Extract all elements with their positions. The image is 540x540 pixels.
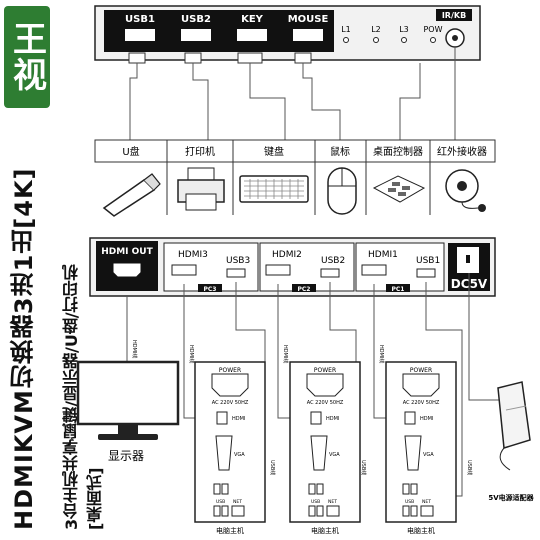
pc1-hdmi-label: HDMI1 xyxy=(368,250,398,260)
svg-text:USB: USB xyxy=(405,499,414,505)
pc2-hdmi-label: HDMI2 xyxy=(272,250,302,260)
power-adapter-icon: 5V电源适配器 xyxy=(488,381,535,502)
device-label-mouse: 鼠标 xyxy=(330,145,350,158)
svg-text:VGA: VGA xyxy=(329,452,340,458)
ir-receiver-icon xyxy=(445,169,486,212)
led-l1: L1 xyxy=(341,25,351,34)
device-row: U盘 打印机 键盘 鼠标 桌面控制器 红外接收器 xyxy=(94,139,496,215)
monitor-label: 显示器 xyxy=(108,449,144,463)
irkb-label: IR/KB xyxy=(442,11,466,20)
hdmi-cable-label-out: HDMI线 xyxy=(131,340,138,358)
udisk-icon xyxy=(102,173,161,217)
pc3-tag: PC3 xyxy=(204,286,217,293)
adapter-label: 5V电源适配器 xyxy=(488,493,534,502)
svg-text:AC 220V 50HZ: AC 220V 50HZ xyxy=(403,400,440,406)
usb-cable-label-pc3: USB线 xyxy=(269,460,276,475)
svg-text:NET: NET xyxy=(422,499,431,505)
brand-text: 王视 xyxy=(6,21,47,93)
hdmi-cable-label-pc3: HDMI线 xyxy=(188,345,195,363)
keyboard-icon xyxy=(239,175,309,203)
svg-text:POWER: POWER xyxy=(219,367,241,374)
printer-icon xyxy=(177,167,225,211)
svg-text:USB2: USB2 xyxy=(181,14,211,25)
hdmi-out-label: HDMI OUT xyxy=(101,247,153,257)
pc1-usb-label: USB1 xyxy=(416,256,440,266)
device-label-keyboard: 键盘 xyxy=(264,145,284,158)
host-pc2: POWER AC 220V 50HZ HDMI VGA USB NET 电脑主机 xyxy=(289,361,361,535)
svg-text:HDMI: HDMI xyxy=(420,416,433,422)
pc3-hdmi-label: HDMI3 xyxy=(178,250,208,260)
front-port-mouse: MOUSE xyxy=(288,14,329,41)
svg-text:MOUSE: MOUSE xyxy=(288,14,329,25)
pc1-tag: PC1 xyxy=(392,286,405,293)
led-l3: L3 xyxy=(399,25,409,34)
svg-text:NET: NET xyxy=(233,499,242,505)
svg-text:AC 220V 50HZ: AC 220V 50HZ xyxy=(212,400,249,406)
front-port-usb2: USB2 xyxy=(181,14,211,41)
svg-text:USB1: USB1 xyxy=(125,14,155,25)
device-label-ir: 红外接收器 xyxy=(437,145,487,158)
host-pc3-label: 电脑主机 xyxy=(216,526,244,535)
host-pc3: POWER AC 220V 50HZ HDMI VGA USB NET 电脑主机 xyxy=(194,361,266,535)
host-pc1: POWER AC 220V 50HZ HDMI VGA USB NET 电脑主机 xyxy=(385,361,457,535)
pc3-usb-label: USB3 xyxy=(226,256,250,266)
svg-text:USB: USB xyxy=(311,499,320,505)
front-port-key: KEY xyxy=(237,14,267,41)
led-l2: L2 xyxy=(371,25,381,34)
usb-cable-label-pc2: USB线 xyxy=(360,460,367,475)
device-label-printer: 打印机 xyxy=(185,145,215,158)
controller-icon xyxy=(372,175,426,203)
host-pc2-label: 电脑主机 xyxy=(311,526,339,535)
front-cables xyxy=(129,47,456,140)
device-label-udisk: U盘 xyxy=(122,145,139,158)
svg-text:NET: NET xyxy=(328,499,337,505)
svg-text:KEY: KEY xyxy=(241,14,264,25)
host-pc1-label: 电脑主机 xyxy=(407,526,435,535)
led-pow: POW xyxy=(423,25,442,34)
svg-text:HDMI: HDMI xyxy=(232,416,245,422)
device-label-controller: 桌面控制器 xyxy=(373,145,423,158)
svg-text:USB: USB xyxy=(216,499,225,505)
svg-text:VGA: VGA xyxy=(423,452,434,458)
svg-text:POWER: POWER xyxy=(410,367,432,374)
pc2-tag: PC2 xyxy=(298,286,311,293)
pc2-usb-label: USB2 xyxy=(321,256,345,266)
svg-text:VGA: VGA xyxy=(234,452,245,458)
front-port-usb1: USB1 xyxy=(125,14,155,41)
hdmi-cable-label-pc1: HDMI线 xyxy=(378,345,385,363)
back-panel: HDMI OUT HDMI3 USB3 PC3 HDMI2 USB2 PC2 H… xyxy=(89,237,496,297)
monitor-icon: 显示器 xyxy=(76,360,180,463)
mouse-icon xyxy=(327,167,357,215)
svg-text:HDMI: HDMI xyxy=(326,416,339,422)
usb-cable-label-pc1: USB线 xyxy=(466,460,473,475)
svg-text:AC 220V 50HZ: AC 220V 50HZ xyxy=(307,400,344,406)
svg-text:POWER: POWER xyxy=(314,367,336,374)
front-panel: USB1 USB2 KEY MOUSE L1 L2 L3 POW xyxy=(94,5,481,61)
cable-labels: HDMI线 HDMI线 USB线 HDMI线 USB线 HDMI线 USB线 xyxy=(131,340,473,475)
hdmi-cable-label-pc2: HDMI线 xyxy=(282,345,289,363)
brand-logo: 王视 xyxy=(4,6,50,108)
